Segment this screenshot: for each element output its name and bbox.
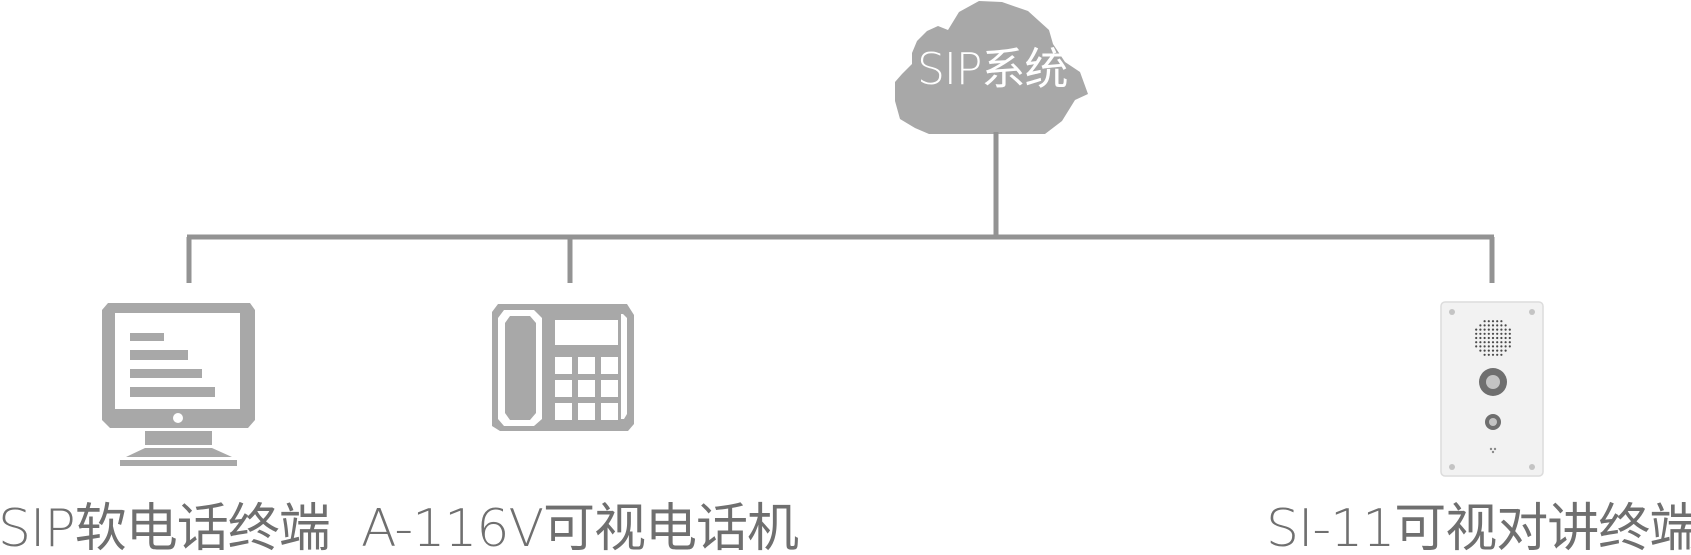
- device-label-softphone: SIP软电话终端: [0, 499, 330, 555]
- device-label-video-phone: A-116V可视电话机: [361, 499, 798, 555]
- intercom-panel-icon: [1440, 301, 1544, 477]
- device-label-intercom: SI-11可视对讲终端: [1266, 499, 1691, 555]
- device-video-phone: A-116V可视电话机: [361, 304, 799, 555]
- sip-system-cloud: SIP系统: [895, 1, 1088, 134]
- cloud-icon: [895, 1, 1088, 134]
- device-softphone: SIP软电话终端: [0, 303, 331, 555]
- network-lines: [186, 132, 1495, 283]
- device-intercom: SI-11可视对讲终端: [1266, 301, 1691, 555]
- desk-video-phone-icon: [492, 304, 634, 431]
- cloud-label: SIP系统: [917, 44, 1067, 95]
- speaker-grille-icon: [1475, 320, 1511, 356]
- computer-monitor-icon: [102, 303, 255, 466]
